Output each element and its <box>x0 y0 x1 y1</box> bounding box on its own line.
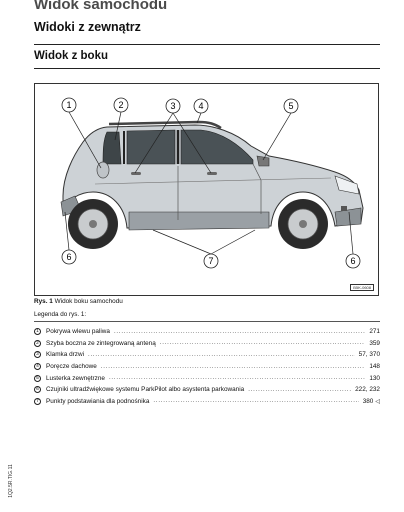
legend-title: Legenda do rys. 1: <box>34 311 87 318</box>
caption-text: Widok boku samochodu <box>54 298 123 305</box>
legend-item-label: Klamka drzwi <box>46 351 84 359</box>
document-code: 1Q2.5R.TIG.11 <box>7 464 14 498</box>
callout-4: 4 <box>193 98 209 114</box>
callout-6-front-label: 6 <box>350 256 355 266</box>
legend-item-page-link[interactable]: 222, 232 <box>355 386 380 394</box>
section-title: Widoki z zewnątrz <box>34 20 141 34</box>
callout-leader-lines <box>64 111 354 255</box>
leader-dots: ........................................… <box>108 375 366 382</box>
caption-label: Rys. 1 <box>34 298 53 305</box>
legend-item-page-link[interactable]: 380 <box>362 397 374 405</box>
callout-6-front: 6 <box>345 253 361 269</box>
legend-item: 2 Szyba boczna ze zintegrowaną anteną ..… <box>34 338 380 350</box>
legend-item-label: Poręcze dachowe <box>46 363 97 371</box>
callout-1: 1 <box>61 97 77 113</box>
legend-item-number: 5 <box>34 374 41 382</box>
legend-item-number: 4 <box>34 363 41 371</box>
figure-caption: Rys. 1 Widok boku samochodu <box>34 298 123 305</box>
callout-1-label: 1 <box>66 100 71 110</box>
front-wheel <box>278 199 328 249</box>
section-rule <box>34 44 380 45</box>
legend-item-number: 1 <box>34 328 41 336</box>
leader-dots: ........................................… <box>100 363 366 370</box>
legend-item-page-link[interactable]: 359 <box>369 339 380 347</box>
leader-dots: ........................................… <box>159 340 366 347</box>
legend-item-number: 7 <box>34 397 41 405</box>
legend-item-number: 3 <box>34 351 41 359</box>
callout-3: 3 <box>165 98 181 114</box>
legend-list: 1 Pokrywa wlewu paliwa .................… <box>34 326 380 407</box>
legend-item: 1 Pokrywa wlewu paliwa .................… <box>34 326 380 338</box>
legend-item-number: 2 <box>34 339 41 347</box>
chapter-title: Widok samochodu <box>34 0 168 13</box>
legend-rule <box>34 321 380 322</box>
callout-6-rear: 6 <box>61 249 77 265</box>
legend-item-page-link[interactable]: 57, 370 <box>358 351 380 359</box>
rear-wheel <box>68 199 118 249</box>
legend-item-label: Szyba boczna ze zintegrowaną anteną <box>46 339 156 347</box>
car-illustration: 1 2 3 4 5 6 7 6 <box>60 97 364 269</box>
car-side-view-figure: 1 2 3 4 5 6 7 6 B5K-0608 <box>34 83 379 296</box>
leader-dots: ........................................… <box>113 328 366 335</box>
legend-item-label: Czujniki ultradźwiękowe systemu ParkPilo… <box>46 386 245 394</box>
legend-item: 6 Czujniki ultradźwiękowe systemu ParkPi… <box>34 384 380 396</box>
car-body <box>60 120 364 231</box>
callout-4-label: 4 <box>198 101 203 111</box>
legend-item-page-link[interactable]: 130 <box>369 374 380 382</box>
callout-6-rear-label: 6 <box>66 252 71 262</box>
legend-item-label: Pokrywa wlewu paliwa <box>46 328 110 336</box>
leader-dots: ........................................… <box>248 386 351 393</box>
legend-item-label: Punkty podstawiania dla podnośnika <box>46 397 150 405</box>
next-page-arrow-icon[interactable]: ◁ <box>375 398 380 405</box>
leader-dots: ........................................… <box>88 351 355 358</box>
legend-item-number: 6 <box>34 386 41 394</box>
legend-item-page-link[interactable]: 271 <box>369 328 380 336</box>
callout-3-label: 3 <box>170 101 175 111</box>
legend-item: 3 Klamka drzwi .........................… <box>34 349 380 361</box>
callout-2: 2 <box>113 97 129 113</box>
legend-item: 4 Poręcze dachowe ......................… <box>34 361 380 373</box>
subsection-title: Widok z boku <box>34 50 109 62</box>
legend-item: 7 Punkty podstawiania dla podnośnika ...… <box>34 396 380 408</box>
legend-item-label: Lusterka zewnętrzne <box>46 374 105 382</box>
leader-dots: ........................................… <box>153 398 359 405</box>
callout-5-label: 5 <box>288 101 293 111</box>
subsection-rule <box>34 68 380 69</box>
figure-code: B5K-0608 <box>350 284 374 291</box>
callout-7-label: 7 <box>208 256 213 266</box>
callout-2-label: 2 <box>118 100 123 110</box>
legend-item: 5 Lusterka zewnętrzne ..................… <box>34 372 380 384</box>
legend-item-page-link[interactable]: 148 <box>369 363 380 371</box>
callout-5: 5 <box>283 98 299 114</box>
callout-7: 7 <box>203 253 219 269</box>
